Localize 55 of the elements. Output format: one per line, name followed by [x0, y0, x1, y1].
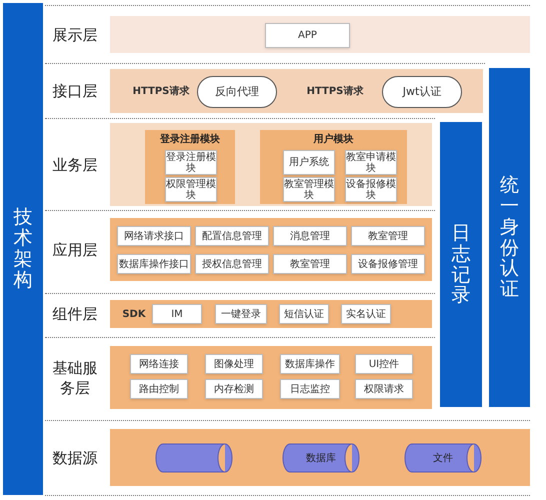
module-box: 日志监控	[280, 379, 340, 399]
bar-label: 日志记录	[452, 222, 470, 306]
layer-text: SDK	[120, 305, 148, 323]
rounded-box: 反向代理	[197, 76, 277, 108]
module-box: 实名认证	[341, 304, 391, 324]
rounded-box: Jwt认证	[382, 76, 462, 108]
vertical-bar	[3, 3, 43, 495]
module-box: 授权信息管理	[195, 254, 269, 274]
module-box: 网络请求接口	[117, 226, 191, 246]
storage-cylinder	[404, 443, 482, 473]
layer-label: 数据源	[52, 448, 98, 468]
module-box: 数据库操作	[280, 354, 340, 374]
module-box: 登录注册模块	[165, 150, 217, 175]
module-box: 设备报修模块	[345, 177, 397, 202]
module-box: 数据库操作接口	[117, 254, 191, 274]
module-box: 设备报修管理	[351, 254, 425, 274]
module-box: 网络连接	[130, 354, 188, 374]
module-title: 登录注册模块	[158, 132, 221, 147]
module-box: 权限请求	[355, 379, 413, 399]
bar-label: 统一身份认证	[500, 174, 519, 300]
layer-label: 接口层	[52, 81, 98, 102]
layer-label: 组件层	[52, 304, 98, 325]
layer-label: 展示层	[52, 24, 98, 46]
module-box: 配置信息管理	[195, 226, 269, 246]
layer-text: HTTPS请求	[298, 81, 372, 101]
module-box: 短信认证	[279, 304, 329, 324]
module-box: 教室申请模块	[345, 150, 397, 175]
layer-label: 基础服务层	[52, 358, 98, 398]
cylinder-label: 数据库	[305, 452, 337, 466]
storage-cylinder	[282, 443, 360, 473]
module-box: 用户系统	[283, 150, 335, 175]
layer-text: HTTPS请求	[124, 81, 198, 101]
module-box: 路由控制	[130, 379, 188, 399]
module-box: 一键登录	[215, 304, 267, 324]
module-box: 权限管理模块	[165, 177, 217, 202]
module-box: UI控件	[355, 354, 413, 374]
vertical-bar	[440, 122, 482, 407]
layer-section	[45, 420, 530, 496]
module-box: APP	[265, 23, 350, 48]
vertical-bar	[489, 68, 530, 407]
bar-label: 技术架构	[14, 207, 32, 291]
module-box: 消息管理	[273, 226, 347, 246]
module-box: 图像处理	[205, 354, 263, 374]
module-box: 教室管理	[273, 254, 347, 274]
module-box: 教室管理模块	[283, 177, 335, 202]
cylinder-label: 文件	[432, 452, 454, 466]
module-box: 教室管理	[351, 226, 425, 246]
module-box: 内存检测	[205, 379, 263, 399]
layer-label: 业务层	[52, 154, 98, 176]
module-panel	[260, 130, 407, 204]
module-title: 用户模块	[312, 132, 354, 147]
module-panel	[145, 130, 235, 204]
storage-cylinder	[155, 443, 233, 473]
layer-label: 应用层	[52, 240, 98, 260]
module-box: IM	[152, 304, 202, 324]
